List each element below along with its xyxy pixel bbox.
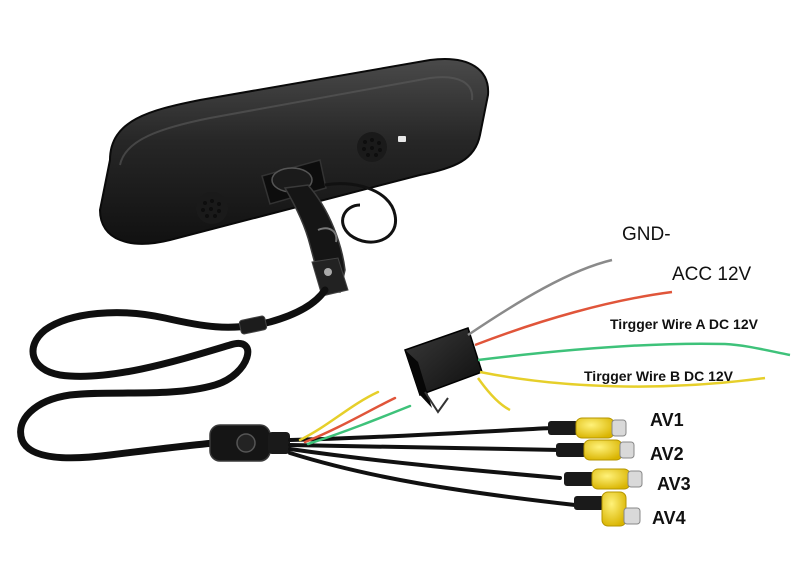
speaker-grille-right [357,132,387,162]
wire-trigger-a [477,342,791,362]
label-av4: AV4 [652,508,686,528]
label-trigger-wire-b: Tirgger Wire B DC 12V [584,368,733,384]
rca-connector-av2 [556,439,635,461]
wire-gnd [467,258,613,337]
av-cables [288,426,577,507]
main-cable [17,286,329,462]
signal-wires [298,390,412,446]
mirror-side-cable [324,182,397,244]
mirror-mount-arm [283,184,349,297]
rca-connector-av1 [548,417,627,439]
rca-connector-av3 [564,468,643,490]
rca-connector-av4 [574,491,641,527]
label-acc-12v: ACC 12V [672,264,752,285]
label-gnd: GND- [622,224,671,245]
trigger-junction-box [404,327,483,414]
speaker-grille-left [196,192,228,224]
label-av3: AV3 [657,474,691,494]
label-trigger-wire-a: Tirgger Wire A DC 12V [610,316,758,332]
rearview-mirror [98,58,490,245]
cable-splitter [209,424,290,462]
wire-trigger-b [479,370,766,388]
wire-acc [474,290,673,347]
label-av1: AV1 [650,410,684,430]
label-av2: AV2 [650,444,684,464]
